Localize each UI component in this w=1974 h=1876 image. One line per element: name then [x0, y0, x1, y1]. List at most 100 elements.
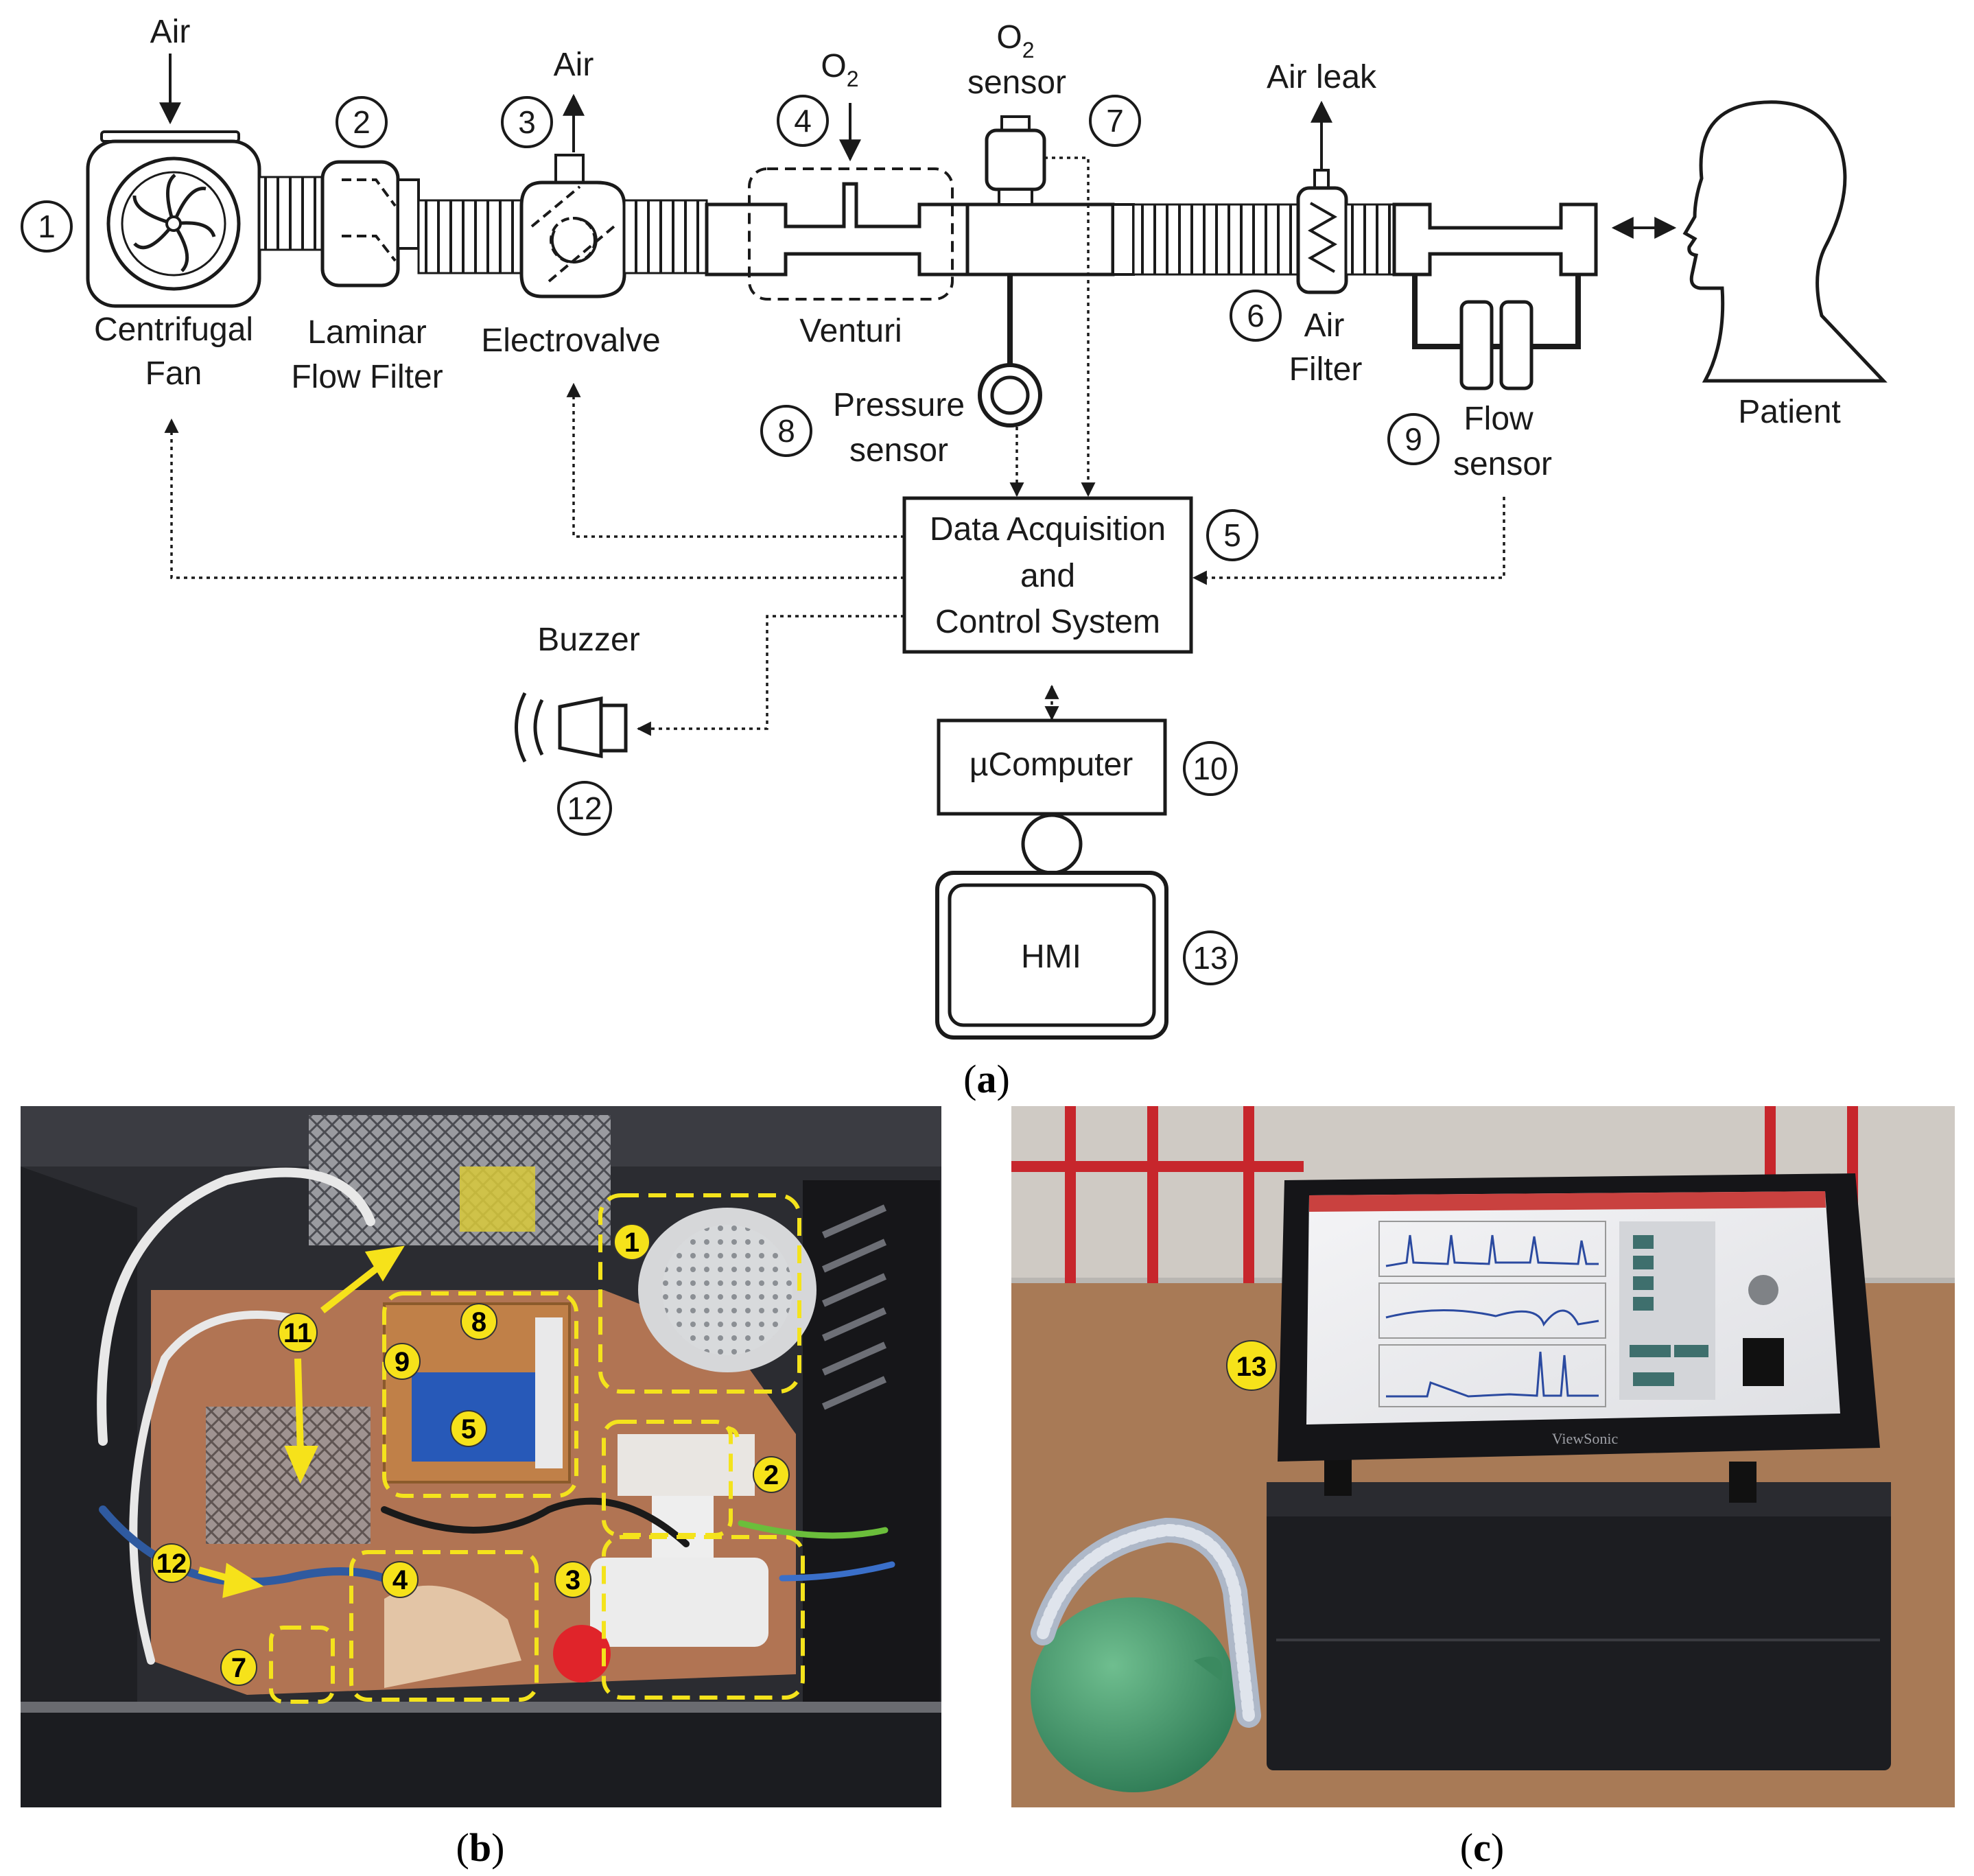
hmi-number-badge — [1183, 930, 1238, 985]
component-highlight-boxes — [269, 1193, 805, 1704]
marker-b-5: 5 — [461, 1414, 476, 1444]
venturi-icon — [705, 167, 970, 301]
marker-b-2: 2 — [764, 1460, 779, 1490]
tube-segment — [1132, 203, 1300, 276]
caption-c: (c) — [1460, 1825, 1504, 1870]
daq-number-badge — [1206, 509, 1258, 561]
daq-number: 5 — [1223, 517, 1241, 553]
caption-b: (b) — [456, 1825, 505, 1870]
venturi-number: 4 — [794, 103, 812, 139]
ventilator-box — [1267, 1482, 1891, 1770]
air-filter-label-line2: Filter — [1289, 351, 1363, 388]
pressure-label-line2: sensor — [849, 432, 948, 469]
hmi-connector-icon — [1021, 813, 1083, 875]
filter-label-line2: Flow Filter — [291, 359, 443, 395]
flow-number-badge — [1387, 413, 1440, 465]
buzzer-control-line — [636, 615, 904, 736]
venturi-label: Venturi — [799, 313, 902, 349]
internal-hardware-photo: 1 2 3 4 5 7 8 9 11 12 (b) — [21, 1106, 941, 1870]
yellow-label — [460, 1166, 535, 1232]
flow-sensor-tube-icon — [1392, 202, 1598, 390]
laminar-flow-filter-icon — [320, 160, 400, 288]
red-cap — [553, 1625, 611, 1682]
fan-label-line2: Fan — [145, 355, 202, 392]
valve-control-line — [566, 382, 904, 538]
valve-label: Electrovalve — [481, 323, 660, 359]
tube-segment — [1345, 203, 1396, 276]
tube-collar — [1112, 203, 1135, 276]
flow-label-line1: Flow — [1464, 401, 1534, 437]
marker-b-7: 7 — [231, 1653, 246, 1683]
pressure-number: 8 — [777, 413, 795, 449]
filter-number: 2 — [353, 104, 371, 140]
hmi-monitor-screen — [1306, 1191, 1840, 1424]
photo-b-markers: 1 2 3 4 5 7 8 9 11 12 — [152, 1223, 790, 1686]
fan-number: 1 — [38, 209, 56, 244]
patient-head-icon — [1682, 100, 1888, 383]
monitor-brand: ViewSonic — [1552, 1430, 1619, 1447]
flow-signal-line — [1192, 497, 1505, 585]
daq-label-line1: Data Acquisition — [930, 511, 1166, 548]
pressure-label-line1: Pressure — [833, 387, 965, 423]
fan-number-badge — [21, 200, 73, 253]
valve-air-out-label: Air — [554, 47, 594, 83]
screen-waveforms — [1378, 1221, 1606, 1407]
patient-label: Patient — [1738, 394, 1840, 430]
hmi-screen — [948, 883, 1156, 1027]
daq-label-line3: Control System — [935, 604, 1160, 640]
tube-segment — [623, 199, 708, 274]
fan-label-line1: Centrifugal — [94, 312, 253, 348]
pressure-number-badge — [760, 405, 812, 457]
hmi-device-photo: 13 ViewSonic (c) — [1011, 1106, 1955, 1870]
filter-label-line1: Laminar — [307, 314, 426, 351]
ucomputer-label: µComputer — [970, 747, 1133, 783]
air-leak-label: Air leak — [1267, 59, 1377, 95]
yellow-pointer-arrows — [198, 1245, 405, 1598]
air-filter-number: 6 — [1247, 298, 1265, 333]
flow-number: 9 — [1405, 421, 1422, 457]
marker-b-12: 12 — [156, 1549, 187, 1579]
fan-control-line — [164, 418, 904, 579]
marker-c-13-badge — [1226, 1340, 1277, 1391]
caption-a: (a) — [963, 1057, 1010, 1101]
valve-number: 3 — [518, 104, 536, 140]
buzzer-icon — [515, 692, 628, 763]
hmi-label: HMI — [1021, 939, 1081, 975]
marker-b-1: 1 — [624, 1228, 639, 1258]
venturi-number-badge — [777, 95, 829, 147]
daq-label-line2: and — [1020, 558, 1075, 594]
tube-collar — [397, 178, 420, 250]
air-filter-icon — [1296, 169, 1348, 294]
valve-number-badge — [501, 96, 553, 148]
tube-segment — [417, 199, 523, 274]
o2-sensor-label-line1: O2 — [996, 19, 1034, 62]
marker-b-9: 9 — [395, 1347, 410, 1377]
marker-b-3: 3 — [565, 1565, 580, 1595]
o2-sensor-number-badge — [1089, 95, 1141, 147]
screen-panel — [1619, 1221, 1784, 1400]
electrovalve-icon — [519, 154, 626, 298]
air-filter-label-line1: Air — [1304, 307, 1345, 344]
pressure-sensor-inner — [990, 375, 1030, 415]
marker-b-8: 8 — [471, 1307, 486, 1337]
marker-c-13: 13 — [1236, 1352, 1267, 1382]
ucomputer-number-badge — [1183, 741, 1238, 796]
ucomputer-box — [937, 718, 1167, 816]
air-filter-number-badge — [1230, 290, 1282, 342]
buzzer-number: 12 — [567, 790, 602, 826]
o2-sensor-label-line2: sensor — [967, 65, 1066, 101]
tube-segment — [258, 176, 324, 251]
ucomputer-number: 10 — [1192, 751, 1227, 786]
venturi-o2-label: O2 — [821, 48, 858, 91]
o2-sensor-icon — [985, 115, 1046, 206]
buzzer-number-badge — [557, 781, 612, 836]
centrifugal-fan-icon — [86, 130, 261, 308]
signal-lines — [164, 156, 1505, 736]
o2-sensor-number: 7 — [1106, 103, 1124, 139]
buzzer-label: Buzzer — [537, 622, 639, 658]
marker-b-11: 11 — [283, 1318, 312, 1348]
flow-label-line2: sensor — [1453, 446, 1552, 482]
fan-air-in-label: Air — [150, 14, 191, 50]
test-lung-bag — [1031, 1597, 1236, 1792]
